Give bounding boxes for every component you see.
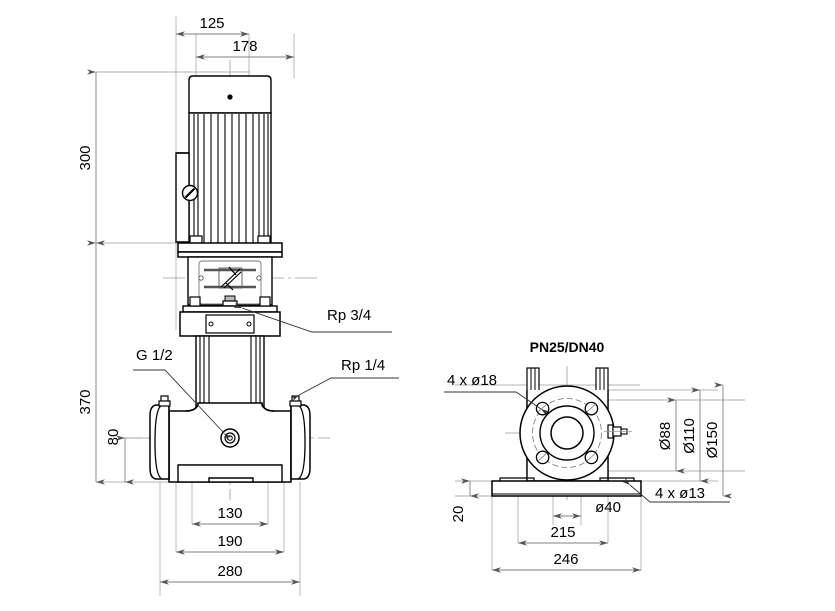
pump-head-bolt-right [246,321,252,327]
dim-label-130: 130 [217,505,242,522]
leader-g12 [133,369,232,441]
dim-label-190: 190 [217,533,242,550]
dim-label-80: 80 [105,429,122,446]
callout-label-g12: G 1/2 [136,347,173,364]
leader-holes-13 [622,477,730,503]
side-base-plate [491,477,642,497]
side-plug-bolt [604,424,632,439]
bolt-circle-110 [532,398,602,468]
guard-pin-right [256,275,262,281]
outlet-flange-right [290,404,311,480]
pump-base-plate [177,464,283,483]
chamber-sleeve [195,335,265,412]
base-foot-recess [208,477,254,482]
front-left-dimensions: 300 370 80 [77,69,134,485]
dim-label-300: 300 [77,145,94,170]
dim-label-215: 215 [550,524,575,541]
dim-label-d40: ø40 [595,499,621,516]
callout-label-rp34: Rp 3/4 [327,307,371,324]
housing-shoulder-right [261,403,275,412]
callout-holes-13: 4 x ø13 [622,477,730,503]
pump-head-flange-top [182,305,278,313]
motor-cover-dot [227,94,233,100]
callout-holes-18: 4 x ø18 [444,372,550,416]
drain-plug-g12 [220,428,240,448]
front-view: 125 178 300 370 80 130 190 [77,15,399,596]
motor-cooling-fins [193,114,269,243]
base-plate-rect [491,480,642,497]
dim-label-280: 280 [217,563,242,580]
bolt-hole-slashes [537,403,597,462]
dim-label-125: 125 [199,15,224,32]
head-bolt-left [189,296,201,307]
vent-plug-rp14 [289,395,302,407]
side-bottom-dimensions: 20 ø40 215 246 [450,478,641,573]
base-notch-left [499,477,535,481]
side-right-dimensions: Ø88 Ø110 Ø150 [657,382,732,499]
callout-label-rp14: Rp 1/4 [341,357,385,374]
leader-rp14 [290,377,399,401]
tie-rods [199,336,261,411]
side-view-title: PN25/DN40 [530,339,605,355]
guard-pin-left [198,275,204,281]
coupling-screw-icon [220,266,242,291]
flange-bore-40 [550,416,584,450]
base-notch-right [599,477,635,481]
motor-body [188,112,272,245]
callout-g12: G 1/2 [133,347,232,441]
front-top-dimensions: 125 178 [176,15,294,60]
dim-label-370: 370 [77,389,94,414]
callout-label-holes-13: 4 x ø13 [655,485,705,502]
front-bottom-dimensions: 130 190 280 [160,505,300,585]
motor-assembly [175,75,283,258]
pump-head-bolt-left [208,321,214,327]
leader-rp34 [233,303,392,333]
side-view: PN25/DN40 [444,339,745,573]
dim-label-d150: Ø150 [704,422,721,459]
pump-head-plate [205,314,255,334]
leader-holes-18 [444,391,550,416]
chamber-stack [195,335,265,412]
dim-label-d110: Ø110 [681,418,698,454]
callout-rp14: Rp 1/4 [290,357,399,401]
dim-label-178: 178 [232,38,257,55]
side-callouts: 4 x ø18 4 x ø13 [444,372,730,503]
motor-mount-flange [177,242,283,253]
pump-base-housing [149,395,311,483]
dim-label-d88: Ø88 [657,422,674,450]
flange-bolt-holes-18 [535,401,599,465]
motor-mount-flange-rim [177,251,283,258]
terminal-box-screw-slot-icon [184,187,196,199]
head-bolt-right [259,296,271,307]
dim-label-20: 20 [450,506,467,523]
front-extension-lines [96,16,301,596]
callout-label-holes-18: 4 x ø18 [447,372,497,389]
inlet-flange-left [149,404,170,480]
dim-label-246: 246 [553,551,578,568]
callout-rp34: Rp 3/4 [233,303,392,333]
front-callouts: Rp 3/4 G 1/2 Rp 1/4 [133,303,399,441]
flange-left-plug [158,395,171,407]
outlet-flange-right-inner [297,404,306,480]
coupling-housing [179,256,281,337]
inlet-flange-left-inner [154,404,163,480]
